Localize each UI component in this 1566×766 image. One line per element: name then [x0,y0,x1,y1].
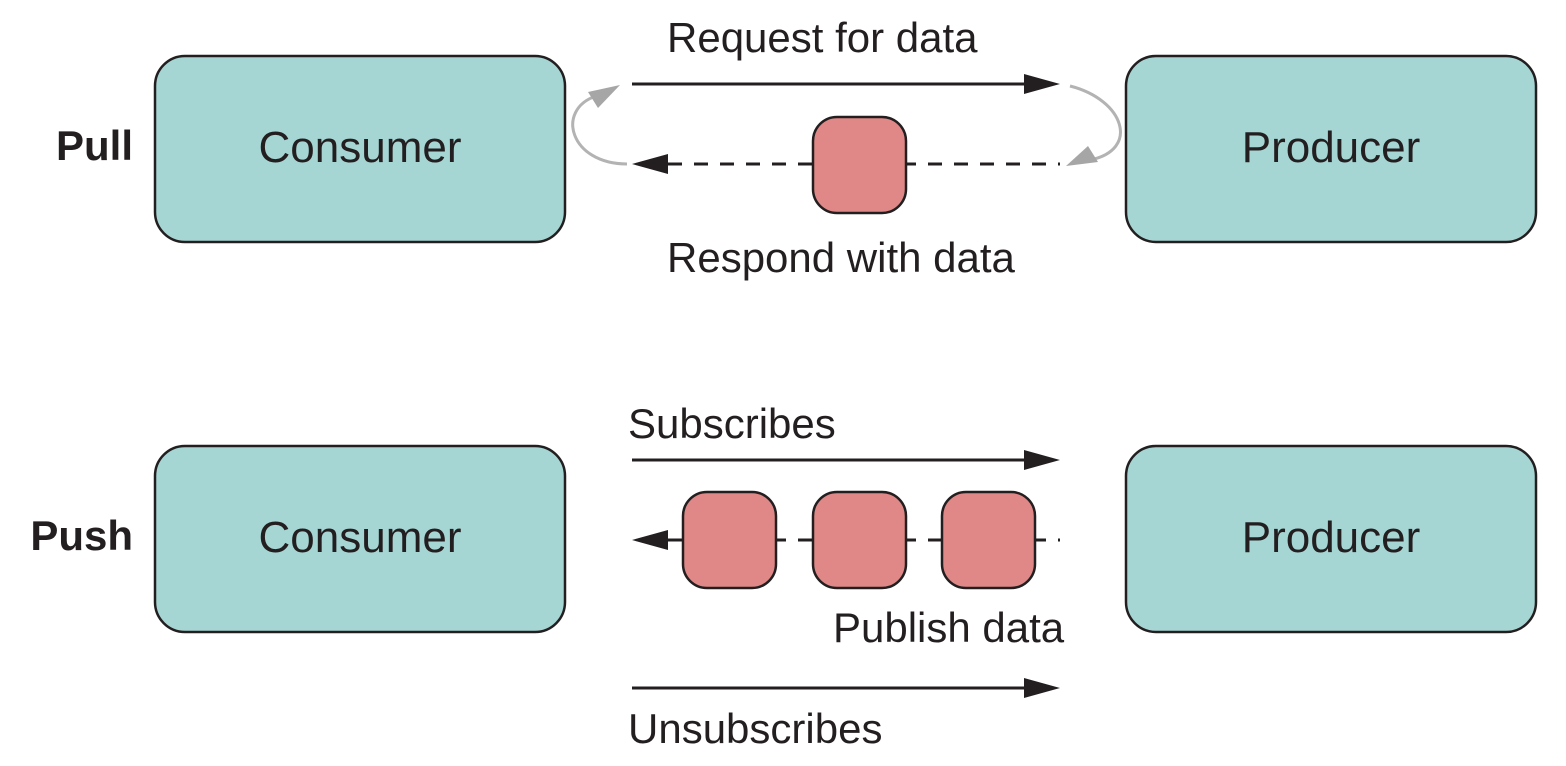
request-label: Request for data [667,14,978,61]
push-producer-rect [1124,444,1538,634]
pull-message-token [811,115,908,215]
request-arrow [632,74,1060,94]
unsubscribes-label: Unsubscribes [628,705,882,752]
respond-label: Respond with data [667,234,1016,281]
pull-producer-box: Producer [1124,54,1538,244]
push-row-label: Push [30,512,133,559]
publish-arrowhead [632,530,668,550]
push-consumer-box: Consumer [153,444,567,634]
publish-label: Publish data [833,604,1065,651]
unsubscribes-arrow [632,678,1060,698]
pull-consumer-rect [153,54,567,244]
pull-producer-rect [1124,54,1538,244]
push-consumer-label: Consumer [259,513,462,562]
pull-row-label: Pull [56,122,133,169]
push-message-token-2 [811,490,908,590]
push-message-token-1 [681,490,778,590]
producer-loop-arrow [1066,84,1122,166]
consumer-loop-arrow [571,85,628,166]
producer-loop-path [1069,84,1122,162]
pull-producer-label: Producer [1242,123,1421,172]
consumer-loop-arrowhead [588,85,620,108]
request-arrowhead [1024,74,1060,94]
respond-arrowhead [632,154,668,174]
push-consumer-rect [153,444,567,634]
push-message-token-3 [940,490,1037,590]
pull-consumer-label: Consumer [259,123,462,172]
subscribes-arrowhead [1024,450,1060,470]
subscribes-label: Subscribes [628,400,836,447]
pull-consumer-box: Consumer [153,54,567,244]
consumer-loop-path [571,94,628,166]
push-section: Push Consumer Producer Subscribes Publis… [30,400,1538,752]
subscribes-arrow [632,450,1060,470]
push-producer-box: Producer [1124,444,1538,634]
pull-section: Pull Consumer Producer Request for data … [56,14,1538,281]
push-producer-label: Producer [1242,513,1421,562]
unsubscribes-arrowhead [1024,678,1060,698]
producer-loop-arrowhead [1066,146,1098,166]
